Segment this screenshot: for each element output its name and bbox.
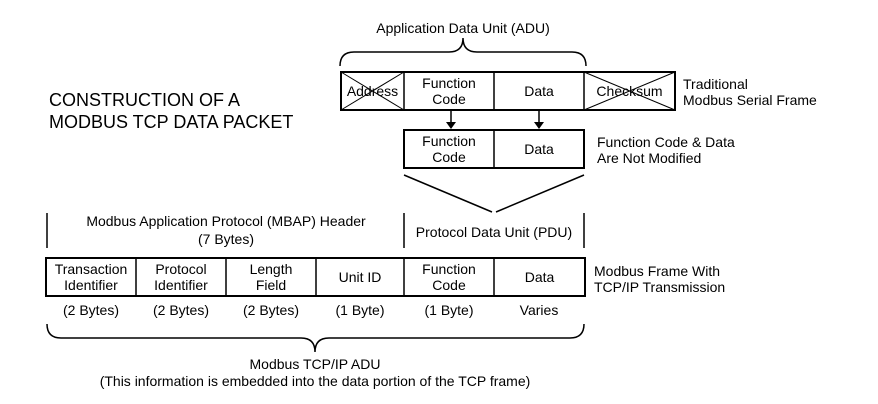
pdu-field-function-code-line1: Function	[422, 133, 476, 149]
tcp-field-length-field-line2: Field	[255, 277, 287, 293]
pdu-convergence-left	[403, 174, 493, 213]
pdu-label: Protocol Data Unit (PDU)	[415, 224, 573, 240]
tcp-adu-brace	[46, 323, 585, 353]
size-unit-id: (1 Byte)	[335, 302, 385, 318]
tcp-field-transaction-identifier-line1: Transaction	[54, 261, 128, 277]
serial-field-function-code-line2: Code	[432, 91, 466, 107]
pdu-frame-caption-line2: Are Not Modified	[597, 150, 702, 166]
arrow-function-code	[446, 122, 456, 129]
tcp-adu-note: (This information is embedded into the d…	[99, 373, 531, 389]
serial-frame-box	[340, 71, 676, 111]
tcp-field-unit-id: Unit ID	[316, 258, 404, 296]
adu-label: Application Data Unit (ADU)	[376, 20, 550, 36]
diagram-title-line2: MODBUS TCP DATA PACKET	[49, 112, 294, 132]
size-function-code: (1 Byte)	[424, 302, 474, 318]
pdu-field-function-code: Function Code	[404, 130, 494, 168]
diagram-title-line1: CONSTRUCTION OF A	[49, 90, 241, 110]
tcp-field-protocol-identifier: Protocol Identifier	[136, 258, 226, 296]
tcp-field-protocol-identifier-line2: Identifier	[154, 277, 208, 293]
pdu-field-function-code-line2: Code	[432, 149, 466, 165]
tcp-frame-caption-line2: TCP/IP Transmission	[594, 279, 726, 295]
size-protocol-identifier: (2 Bytes)	[152, 302, 210, 318]
serial-field-data: Data	[494, 72, 584, 110]
tcp-field-function-code: Function Code	[404, 258, 494, 296]
tcp-field-length-field: Length Field	[226, 258, 316, 296]
tcp-field-data: Data	[494, 258, 585, 296]
tcp-field-protocol-identifier-line1: Protocol	[155, 261, 207, 277]
serial-field-data-label: Data	[524, 83, 554, 99]
serial-field-checksum: Checksum	[584, 72, 675, 110]
serial-field-function-code-line1: Function	[422, 75, 476, 91]
tcp-field-function-code-line1: Function	[422, 261, 476, 277]
mbap-header-label-line1: Modbus Application Protocol (MBAP) Heade…	[86, 213, 366, 229]
tcp-adu-label: Modbus TCP/IP ADU	[249, 356, 381, 372]
tcp-field-length-field-line1: Length	[249, 261, 293, 277]
pdu-convergence-right	[495, 174, 585, 213]
tcp-field-function-code-line2: Code	[432, 277, 466, 293]
size-transaction-identifier: (2 Bytes)	[62, 302, 120, 318]
tcp-field-transaction-identifier-line2: Identifier	[64, 277, 118, 293]
serial-frame-caption-line1: Traditional	[683, 76, 748, 92]
pdu-field-data: Data	[494, 130, 584, 168]
adu-brace	[339, 37, 587, 67]
pdu-field-data-label: Data	[524, 141, 554, 157]
arrow-data	[534, 122, 544, 129]
tcp-field-data-label: Data	[524, 269, 555, 285]
serial-field-checksum-label: Checksum	[596, 83, 663, 99]
size-length-field: (2 Bytes)	[242, 302, 300, 318]
serial-frame-caption-line2: Modbus Serial Frame	[683, 92, 817, 108]
mbap-header-label-line2: (7 Bytes)	[197, 231, 255, 247]
tcp-field-unit-id-label: Unit ID	[338, 269, 382, 285]
serial-field-address-label: Address	[346, 83, 399, 99]
serial-field-function-code: Function Code	[404, 72, 494, 110]
tcp-field-transaction-identifier: Transaction Identifier	[46, 258, 136, 296]
pdu-frame-caption-line1: Function Code & Data	[597, 134, 735, 150]
size-data: Varies	[519, 302, 559, 318]
serial-field-address: Address	[341, 72, 404, 110]
tcp-frame-caption-line1: Modbus Frame With	[594, 263, 721, 279]
